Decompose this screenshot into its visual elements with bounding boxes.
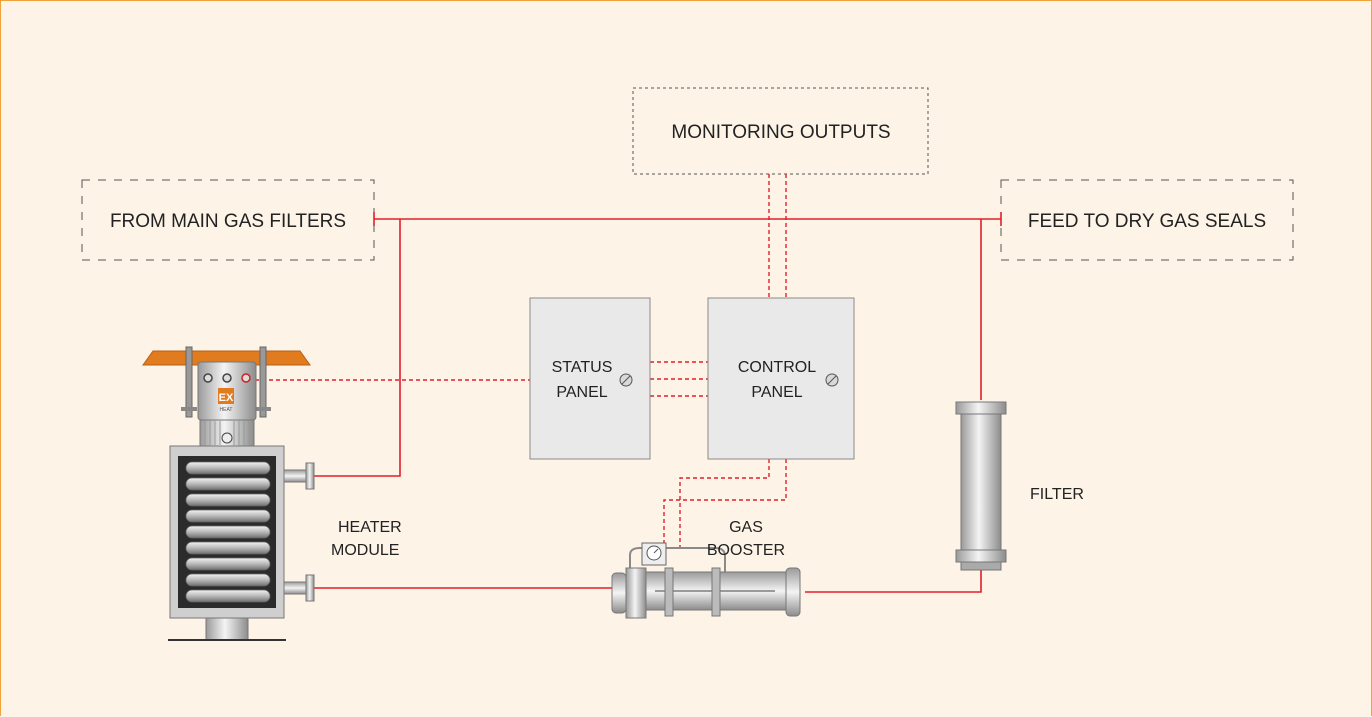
status-panel: STATUS PANEL xyxy=(529,297,651,460)
monitoring-outputs-label: MONITORING OUTPUTS xyxy=(671,122,890,143)
feed-to-dry-gas-seals-label: FEED TO DRY GAS SEALS xyxy=(1028,211,1266,232)
control-panel-label-line1: CONTROL xyxy=(738,359,816,376)
pressure-gauge-icon xyxy=(641,542,667,566)
gas-booster-label-line2: BOOSTER xyxy=(707,542,785,559)
ex-heat-logo: EX HEAT xyxy=(218,388,234,413)
filter-unit: FILTER xyxy=(955,401,1084,571)
control-panel-screw-icon xyxy=(825,373,839,387)
monitoring-outputs-box: MONITORING OUTPUTS xyxy=(632,87,929,175)
heater-module: EX HEAT HEATER MODUL xyxy=(142,346,402,641)
control-panel-label-line2: PANEL xyxy=(751,384,802,401)
heating-coil xyxy=(185,461,271,603)
feed-to-dry-gas-seals-box: FEED TO DRY GAS SEALS xyxy=(1000,179,1294,261)
status-panel-label-line1: STATUS xyxy=(552,359,613,376)
from-main-gas-filters-label: FROM MAIN GAS FILTERS xyxy=(110,211,346,232)
status-panel-label-line2: PANEL xyxy=(556,384,607,401)
from-main-gas-filters-box: FROM MAIN GAS FILTERS xyxy=(81,179,375,261)
control-panel: CONTROL PANEL xyxy=(707,297,855,460)
signal-wiring xyxy=(255,174,787,548)
status-panel-screw-icon xyxy=(619,373,633,387)
gas-pipework xyxy=(312,212,1002,593)
heater-module-label-line2: MODULE xyxy=(331,542,399,559)
gas-booster: GAS BOOSTER xyxy=(611,519,801,619)
svg-text:EX: EX xyxy=(219,392,234,404)
gas-booster-label-line1: GAS xyxy=(729,519,763,536)
filter-label: FILTER xyxy=(1030,486,1084,503)
svg-text:HEAT: HEAT xyxy=(220,407,233,413)
heater-module-label-line1: HEATER xyxy=(338,519,402,536)
